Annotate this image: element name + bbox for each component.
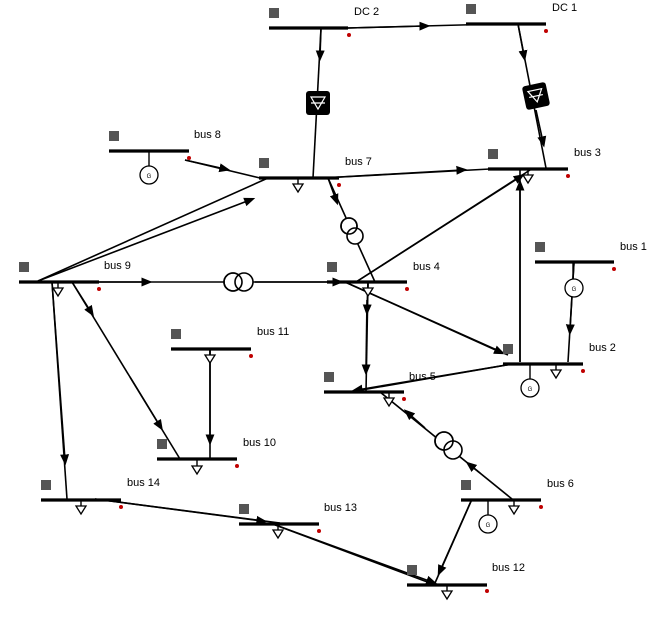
bus-5-label: bus 5 (409, 371, 436, 383)
bus-6-label: bus 6 (547, 478, 574, 490)
generator-bus1[interactable]: G (564, 262, 584, 298)
bus-11-marker (249, 354, 253, 358)
bus-6[interactable]: bus 6 (461, 478, 574, 509)
load-bus7[interactable] (292, 177, 304, 193)
load-bus2[interactable] (550, 363, 562, 379)
bus-10-label: bus 10 (243, 437, 276, 449)
bus-3-marker (566, 174, 570, 178)
converter-dc2-icon[interactable] (306, 91, 330, 115)
bus-14-marker (119, 505, 123, 509)
bus-11-handle[interactable] (171, 329, 181, 339)
bus-12-marker (485, 589, 489, 593)
load-bus12[interactable] (441, 584, 453, 600)
bus-13[interactable]: bus 13 (239, 502, 357, 533)
load-bus13[interactable] (272, 523, 284, 539)
transformer-bus9-bus4[interactable] (223, 272, 254, 292)
bus-6-handle[interactable] (461, 480, 471, 490)
bus-dc1[interactable]: DC 1 (466, 2, 577, 33)
bus-14[interactable]: bus 14 (41, 477, 160, 509)
bus-6-marker (539, 505, 543, 509)
bus-8-handle[interactable] (109, 131, 119, 141)
bus-2-marker (581, 369, 585, 373)
load-bus5[interactable] (383, 391, 395, 407)
bus-3-label: bus 3 (574, 147, 601, 159)
load-bus3[interactable] (522, 168, 534, 184)
transformer-bus7-bus4[interactable] (340, 217, 364, 245)
bus-2[interactable]: bus 2 (503, 342, 616, 373)
bus-3[interactable]: bus 3 (488, 147, 601, 178)
bus-9-marker (97, 287, 101, 291)
bus-1-marker (612, 267, 616, 271)
bus-8-label: bus 8 (194, 129, 221, 141)
bus-7-marker (337, 183, 341, 187)
generator-bus2-symbol: G (528, 387, 533, 393)
converters (306, 82, 550, 115)
bus-5[interactable]: bus 5 (324, 371, 436, 401)
bus-5-handle[interactable] (324, 372, 334, 382)
transformer-bus5-bus6[interactable] (434, 431, 463, 460)
generator-bus6-symbol: G (486, 523, 491, 529)
bus-3-handle[interactable] (488, 149, 498, 159)
bus-9-handle[interactable] (19, 262, 29, 272)
bus-dc2[interactable]: DC 2 (269, 6, 379, 37)
bus-12-label: bus 12 (492, 562, 525, 574)
generator-bus8[interactable]: G (139, 150, 159, 185)
bus-9-label: bus 9 (104, 260, 131, 272)
bus-2-label: bus 2 (589, 342, 616, 354)
bus-13-handle[interactable] (239, 504, 249, 514)
load-bus10[interactable] (191, 459, 203, 475)
load-bus11[interactable] (204, 348, 216, 364)
bus-8-marker (187, 156, 191, 160)
bus-11-label: bus 11 (257, 326, 289, 338)
bus-10[interactable]: bus 10 (157, 437, 276, 468)
bus-7-handle[interactable] (259, 158, 269, 168)
bus-dc1-handle[interactable] (466, 4, 476, 14)
bus-dc1-label: DC 1 (552, 2, 577, 14)
bus-13-label: bus 13 (324, 502, 357, 514)
load-bus14[interactable] (75, 499, 87, 515)
bus-10-marker (235, 464, 239, 468)
bus-14-label: bus 14 (127, 477, 160, 489)
bus-dc1-marker (544, 29, 548, 33)
bus-12-handle[interactable] (407, 565, 417, 575)
bus-9[interactable]: bus 9 (19, 260, 131, 291)
bus-4-label: bus 4 (413, 261, 440, 273)
bus-7-label: bus 7 (345, 156, 372, 168)
bus-dc2-label: DC 2 (354, 6, 379, 18)
bus-1[interactable]: bus 1 (535, 241, 647, 271)
bus-8[interactable]: bus 8 (109, 129, 221, 160)
generator-bus8-symbol: G (147, 174, 152, 180)
bus-4-handle[interactable] (327, 262, 337, 272)
bus-14-handle[interactable] (41, 480, 51, 490)
bus-13-marker (317, 529, 321, 533)
bus-4-marker (405, 287, 409, 291)
bus-1-label: bus 1 (620, 241, 647, 253)
bus-4[interactable]: bus 4 (327, 261, 440, 291)
bus-12[interactable]: bus 12 (407, 562, 525, 593)
bus-dc2-handle[interactable] (269, 8, 279, 18)
line-bus9-bus7[interactable] (37, 177, 269, 282)
bus-10-handle[interactable] (157, 439, 167, 449)
bus-dc2-marker (347, 33, 351, 37)
loads (52, 168, 562, 600)
load-bus9[interactable] (52, 281, 64, 297)
buses: DC 2 DC 1 bus 8 bus 7 bus 3 (19, 2, 647, 593)
bus-1-handle[interactable] (535, 242, 545, 252)
bus-2-handle[interactable] (503, 344, 513, 354)
generator-bus6[interactable]: G (478, 499, 498, 534)
bus-7[interactable]: bus 7 (259, 156, 372, 187)
bus-11[interactable]: bus 11 (171, 326, 289, 358)
generator-bus1-symbol: G (572, 287, 577, 293)
load-bus6[interactable] (508, 499, 520, 515)
converter-dc1-icon[interactable] (522, 82, 550, 110)
generator-bus2[interactable]: G (520, 364, 540, 398)
generators: G G G G (139, 150, 584, 534)
bus-5-marker (402, 397, 406, 401)
transformers (223, 217, 463, 460)
